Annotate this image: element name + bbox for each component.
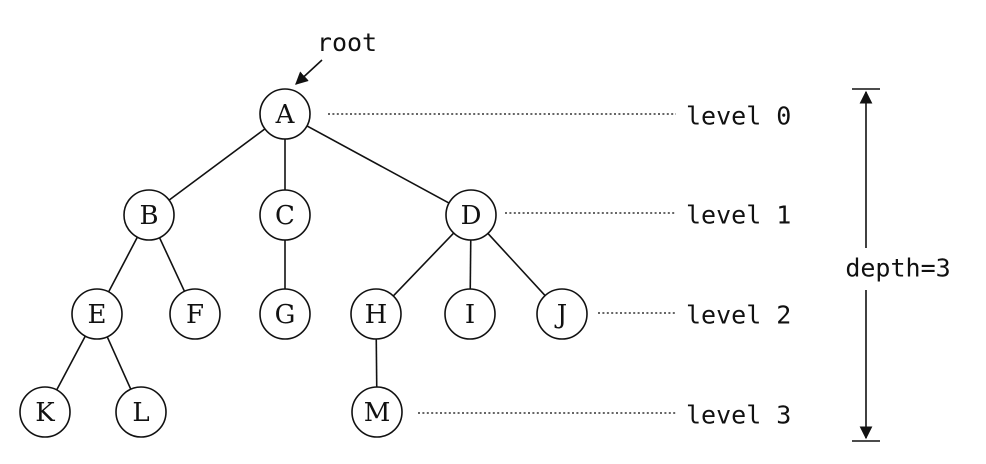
edge-a-b — [168, 128, 266, 201]
node-label: H — [365, 300, 388, 330]
tree-node-k: K — [19, 386, 71, 438]
node-circle — [445, 189, 497, 241]
node-label: F — [186, 300, 204, 330]
tree-node-g: G — [259, 288, 311, 340]
node-circle — [259, 288, 311, 340]
node-label: A — [275, 100, 296, 130]
node-label: B — [139, 201, 158, 231]
edge-e-k — [56, 335, 86, 391]
tree-node-a: A — [259, 88, 311, 140]
depth-label: depth=3 — [845, 254, 950, 283]
root-label: root — [317, 28, 377, 57]
tree-node-e: E — [71, 288, 123, 340]
node-label: C — [275, 201, 295, 231]
edge-e-l — [106, 336, 132, 390]
edge-b-f — [158, 237, 186, 292]
node-circle — [71, 288, 123, 340]
node-circle — [259, 189, 311, 241]
node-circle — [19, 386, 71, 438]
level-0-label: level 0 — [686, 102, 791, 131]
tree-node-j: J — [536, 288, 588, 340]
node-label: K — [35, 398, 55, 428]
node-circle — [123, 189, 175, 241]
tree-node-l: L — [115, 386, 167, 438]
node-circle — [536, 288, 588, 340]
node-label: J — [554, 300, 567, 330]
edges-layer — [56, 125, 546, 391]
level-3-label: level 3 — [686, 401, 791, 430]
node-circle — [350, 288, 402, 340]
node-label: D — [461, 201, 482, 231]
node-circle — [169, 288, 221, 340]
node-circle — [115, 386, 167, 438]
edge-d-j — [487, 232, 546, 297]
tree-node-h: H — [350, 288, 402, 340]
node-label: M — [364, 398, 391, 428]
node-circle — [351, 386, 403, 438]
node-circle — [259, 88, 311, 140]
level-2-label: level 2 — [686, 301, 791, 330]
tree-node-m: M — [351, 386, 403, 438]
node-label: L — [132, 398, 149, 428]
edge-d-h — [392, 232, 455, 297]
edge-a-d — [306, 125, 450, 204]
node-label: I — [465, 300, 475, 330]
tree-node-i: I — [444, 288, 496, 340]
tree-node-c: C — [259, 189, 311, 241]
root-arrow — [295, 59, 323, 85]
nodes-layer: A B C D E F G H I J K L M — [19, 88, 588, 438]
node-label: E — [88, 300, 107, 330]
node-label: G — [275, 300, 296, 330]
tree-node-b: B — [123, 189, 175, 241]
node-circle — [444, 288, 496, 340]
tree-node-f: F — [169, 288, 221, 340]
edge-b-e — [107, 236, 139, 293]
levels-layer: level 0 level 1 level 2 level 3 — [328, 102, 791, 430]
tree-node-d: D — [445, 189, 497, 241]
level-1-label: level 1 — [686, 201, 791, 230]
